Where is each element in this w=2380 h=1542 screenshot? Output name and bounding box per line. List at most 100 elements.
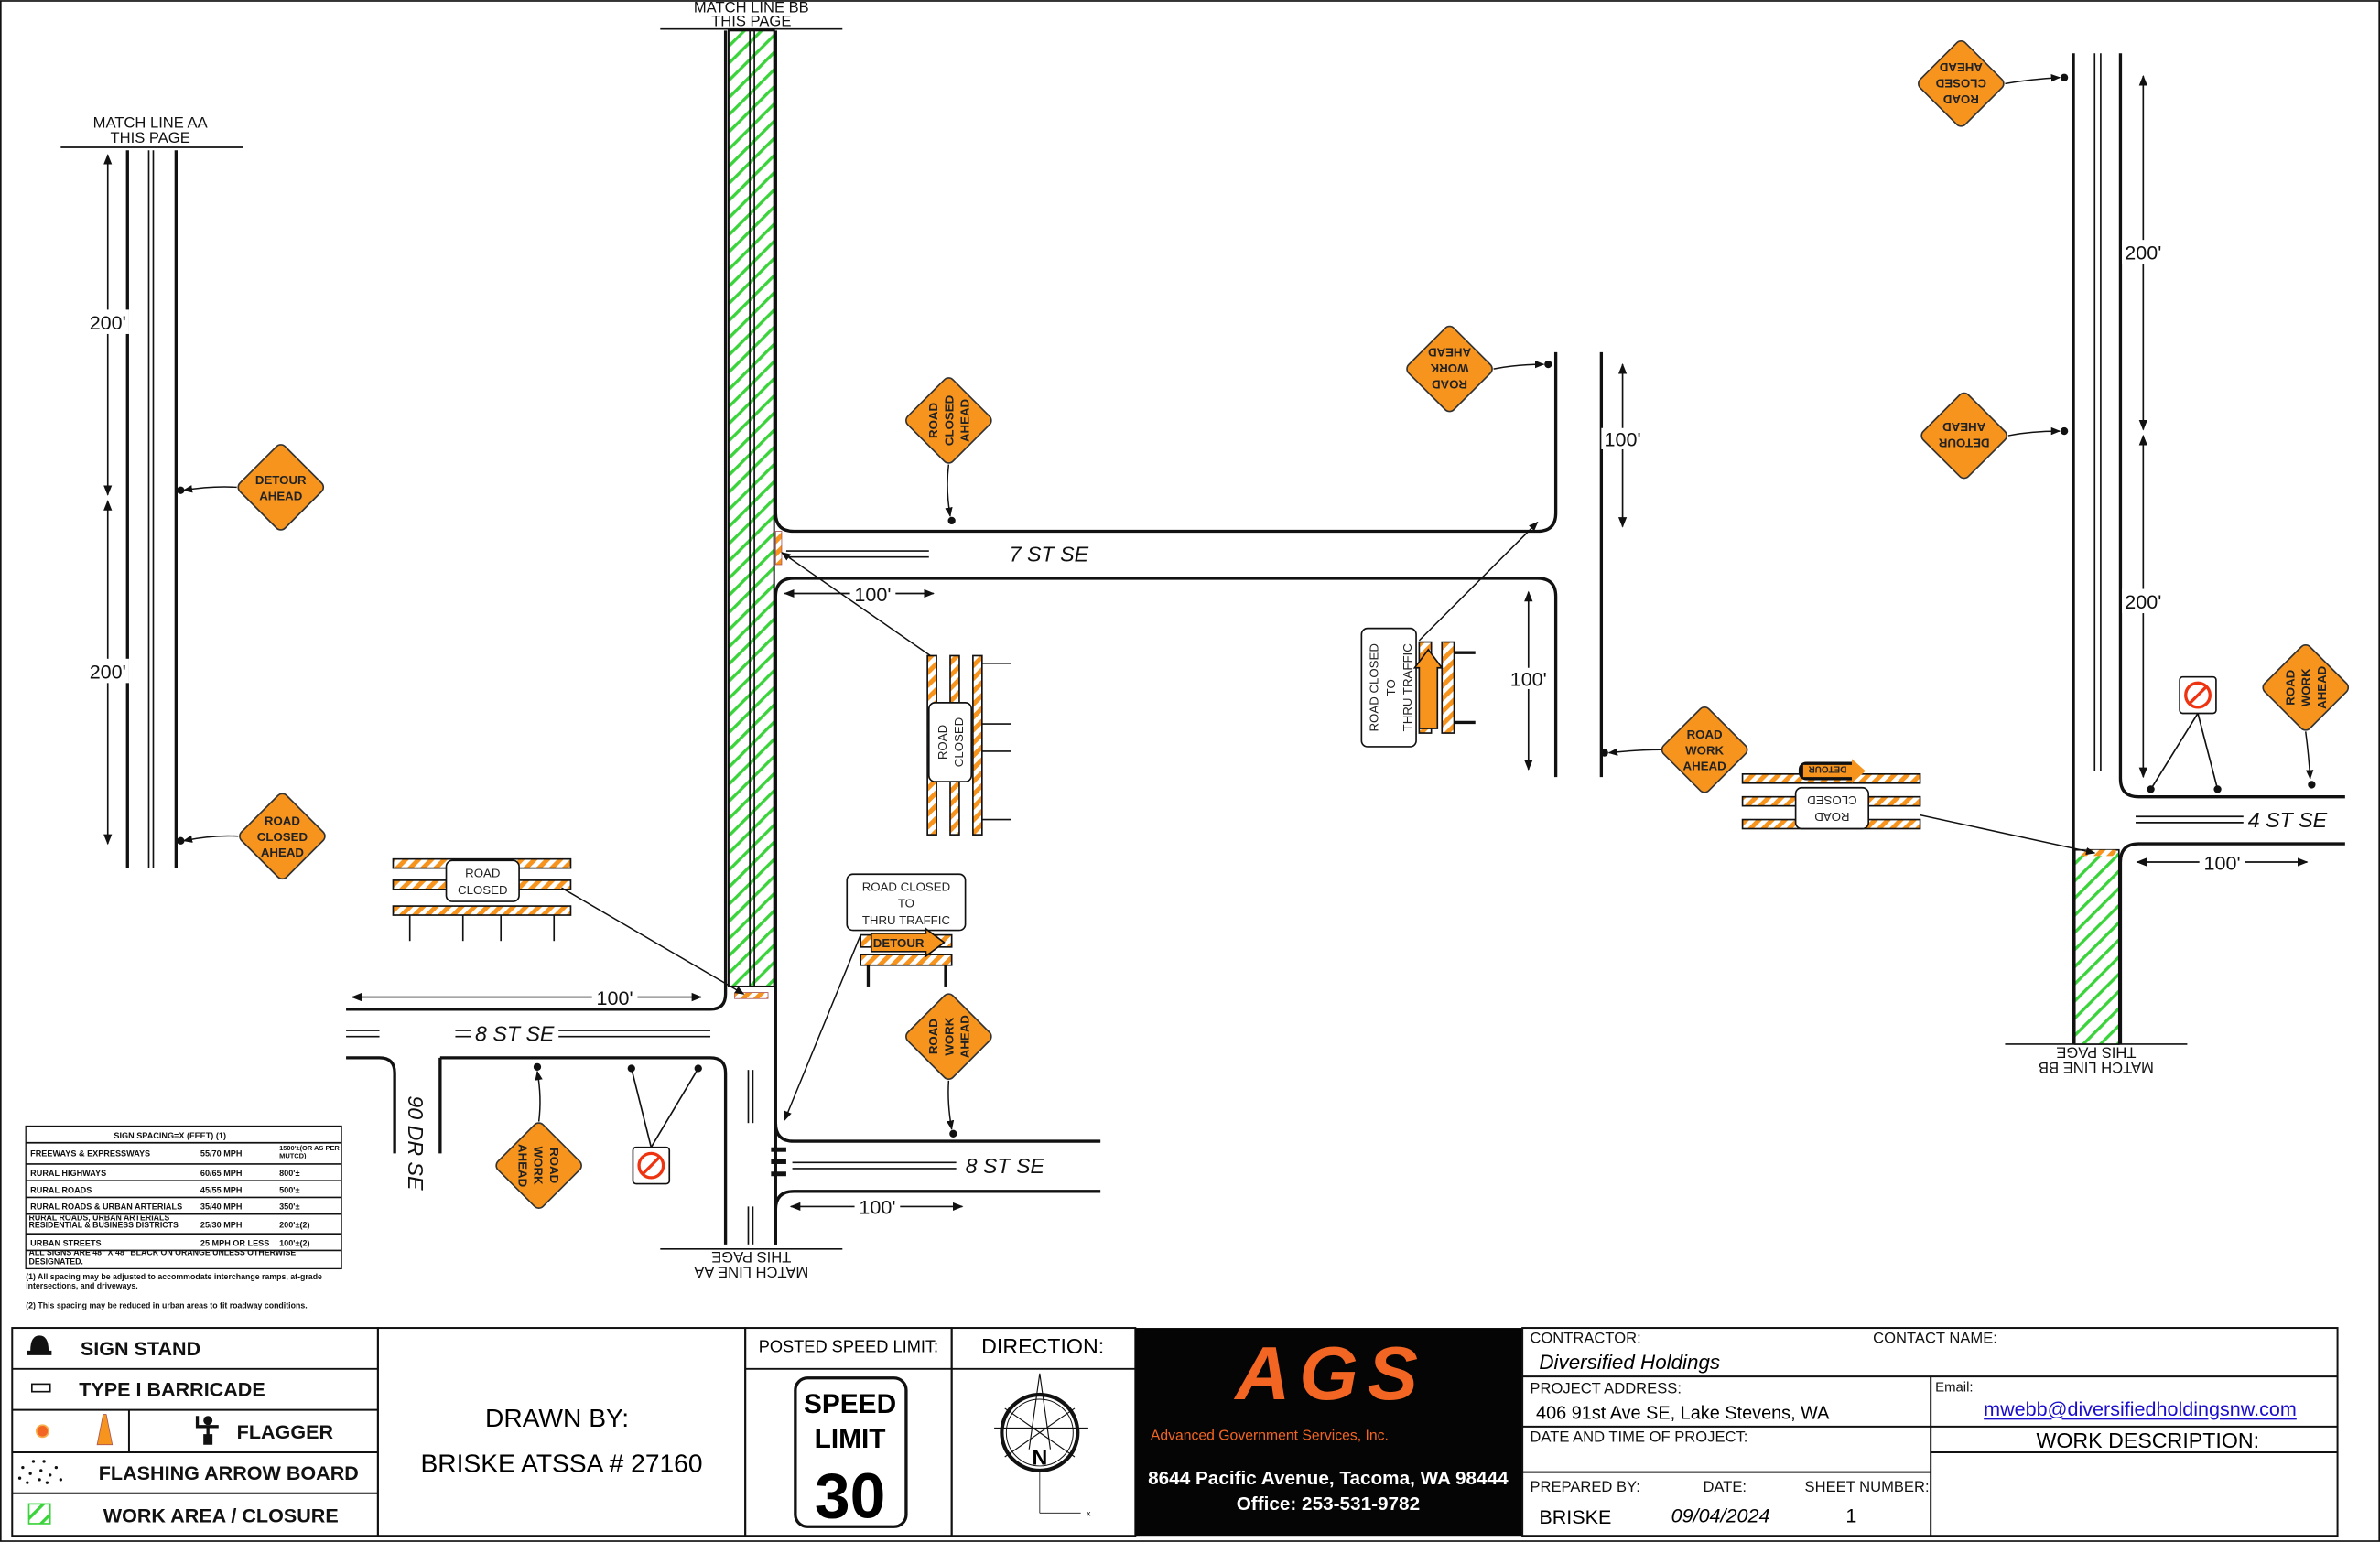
svg-text:AHEAD: AHEAD	[1939, 60, 1983, 74]
type-i-barricade	[2082, 849, 2116, 857]
dimension-label: 100'	[597, 987, 633, 1009]
svg-text:SHEET NUMBER:: SHEET NUMBER:	[1805, 1478, 1930, 1495]
svg-text:1: 1	[1845, 1504, 1856, 1526]
ags-logo: AGS	[1233, 1331, 1426, 1416]
svg-text:DIRECTION:: DIRECTION:	[981, 1334, 1104, 1358]
svg-text:AHEAD: AHEAD	[1942, 420, 1986, 434]
svg-text:25/30 MPH: 25/30 MPH	[200, 1221, 243, 1230]
svg-text:THRU TRAFFIC: THRU TRAFFIC	[862, 913, 951, 927]
road-8-st-se-east	[774, 1123, 1101, 1245]
svg-text:CLOSED: CLOSED	[952, 717, 966, 767]
svg-text:ROAD: ROAD	[1687, 728, 1723, 741]
svg-text:PROJECT ADDRESS:: PROJECT ADDRESS:	[1530, 1379, 1682, 1396]
svg-text:DATE:: DATE:	[1703, 1478, 1747, 1495]
detour-label: DETOUR	[873, 936, 925, 950]
street-label-90-dr-se: 90 DR SE	[404, 1095, 427, 1191]
company-logo-block: AGS Advanced Government Services, Inc. 8…	[1135, 1328, 1523, 1537]
svg-text:CLOSED: CLOSED	[257, 830, 308, 844]
svg-text:WORK DESCRIPTION:: WORK DESCRIPTION:	[2036, 1429, 2259, 1452]
svg-text:DETOUR: DETOUR	[255, 473, 307, 487]
svg-text:30: 30	[815, 1460, 885, 1531]
svg-text:60/65 MPH: 60/65 MPH	[200, 1169, 243, 1178]
cone-icon	[96, 1414, 114, 1446]
svg-text:N: N	[1032, 1445, 1047, 1469]
road-8-st-se-west	[346, 30, 786, 1245]
svg-text:35/40 MPH: 35/40 MPH	[200, 1202, 243, 1212]
email-link[interactable]: mwebb@diversifiedholdingsnw.com	[1984, 1397, 2297, 1420]
road-closed-barricade: DETOUR ROAD CLOSED	[1741, 759, 2096, 856]
drawn-by-block: DRAWN BY: BRISKE ATSSA # 27160	[376, 1327, 747, 1537]
arrow-board-icon	[17, 1460, 62, 1484]
project-info-block: CONTRACTOR: CONTACT NAME: Diversified Ho…	[1521, 1327, 2339, 1537]
sign-stand-icon	[27, 1335, 52, 1355]
no-left-turn-sign	[2147, 675, 2222, 793]
north-arrow-icon	[994, 1373, 1088, 1514]
project-address: 406 91st Ave SE, Lake Stevens, WA	[1536, 1404, 1830, 1424]
svg-text:ROAD: ROAD	[547, 1148, 561, 1183]
svg-text:CLOSED: CLOSED	[458, 883, 508, 897]
dimension-label: 100'	[2204, 851, 2241, 874]
svg-text:WORK: WORK	[532, 1147, 546, 1185]
svg-text:500'±: 500'±	[279, 1185, 299, 1194]
svg-text:RURAL HIGHWAYS: RURAL HIGHWAYS	[30, 1169, 106, 1178]
svg-text:ROAD: ROAD	[926, 1019, 940, 1054]
sign-spacing-table: SIGN SPACING=X (FEET) (1) FREEWAYS & EXP…	[25, 1125, 342, 1311]
svg-text:DRAWN BY:: DRAWN BY:	[485, 1403, 629, 1432]
dimension-label: 100'	[1510, 668, 1547, 691]
svg-text:Email:: Email:	[1935, 1380, 1973, 1396]
svg-text:FLAGGER: FLAGGER	[237, 1420, 334, 1443]
legend: SIGN STAND TYPE I BARRICADE FLAGGER FLAS…	[11, 1327, 379, 1537]
work-area-closure	[2073, 848, 2120, 1045]
contractor-name: Diversified Holdings	[1539, 1351, 1720, 1374]
svg-text:MATCH LINE BB: MATCH LINE BB	[2039, 1059, 2154, 1076]
svg-text:AHEAD: AHEAD	[1428, 346, 1472, 360]
dimension-label: 200'	[2125, 242, 2161, 264]
svg-text:AHEAD: AHEAD	[2315, 665, 2329, 709]
svg-text:25 MPH OR LESS: 25 MPH OR LESS	[200, 1239, 269, 1248]
dimension-label: 200'	[90, 660, 126, 683]
svg-text:SIGN STAND: SIGN STAND	[81, 1337, 200, 1360]
svg-text:ROAD: ROAD	[936, 725, 949, 760]
sign-leaders	[177, 73, 2316, 1138]
match-line-aa-bottom: MATCH LINE AA THIS PAGE	[660, 1247, 843, 1281]
detour-label: DETOUR	[1809, 764, 1847, 774]
svg-text:CONTRACTOR:: CONTRACTOR:	[1530, 1330, 1640, 1347]
svg-text:WORK: WORK	[2299, 668, 2313, 706]
table-cell: 1500'±(OR AS PER MUTCD)	[279, 1144, 340, 1159]
svg-text:BRISKE: BRISKE	[1539, 1505, 1611, 1528]
svg-text:THIS PAGE: THIS PAGE	[2056, 1043, 2136, 1061]
road-closed-to-thru-traffic-barricade: ROAD CLOSED TO THRU TRAFFIC	[1360, 521, 1539, 748]
svg-text:AHEAD: AHEAD	[261, 846, 305, 859]
flagger-icon	[195, 1416, 219, 1445]
svg-text:800'±: 800'±	[279, 1169, 299, 1178]
svg-text:09/04/2024: 09/04/2024	[1671, 1504, 1770, 1526]
svg-text:URBAN STREETS: URBAN STREETS	[30, 1239, 101, 1248]
svg-text:THRU TRAFFIC: THRU TRAFFIC	[1401, 643, 1414, 732]
svg-text:ROAD: ROAD	[1942, 92, 1978, 106]
svg-text:CLOSED: CLOSED	[942, 394, 956, 446]
svg-text:ROAD CLOSED: ROAD CLOSED	[1368, 643, 1381, 731]
road-4-st-se	[2072, 53, 2345, 1044]
svg-text:AHEAD: AHEAD	[1683, 760, 1727, 773]
svg-text:SPEED: SPEED	[804, 1389, 896, 1419]
svg-text:TO: TO	[898, 897, 914, 911]
barricade-icon	[30, 1383, 51, 1393]
street-label-8-st-se-west: 8 ST SE	[475, 1022, 555, 1046]
svg-text:WORK AREA / CLOSURE: WORK AREA / CLOSURE	[103, 1504, 339, 1526]
svg-text:200'±(2): 200'±(2)	[279, 1221, 310, 1230]
road-closed-barricade: ROAD CLOSED	[392, 857, 745, 995]
svg-text:LIMIT: LIMIT	[815, 1424, 886, 1454]
type-i-barricade	[774, 531, 783, 566]
speed-limit-block: POSTED SPEED LIMIT: SPEED LIMIT 30	[744, 1327, 1136, 1537]
svg-text:FREEWAYS & EXPRESSWAYS: FREEWAYS & EXPRESSWAYS	[30, 1149, 150, 1159]
svg-text:MATCH LINE AA: MATCH LINE AA	[693, 1264, 808, 1281]
svg-text:8644 Pacific Avenue, Tacoma, W: 8644 Pacific Avenue, Tacoma, WA 98444	[1148, 1468, 1509, 1489]
